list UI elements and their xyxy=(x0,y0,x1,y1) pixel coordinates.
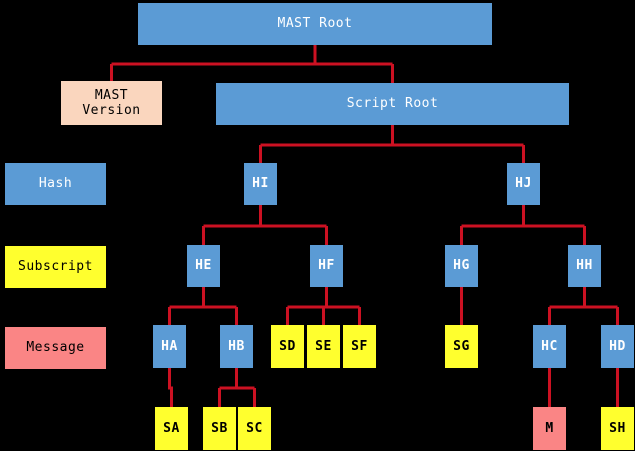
edge-ha-sa xyxy=(168,368,173,407)
node-label: SB xyxy=(211,420,228,436)
node-sf[interactable]: SF xyxy=(343,325,376,368)
node-hi[interactable]: HI xyxy=(244,163,277,205)
node-label: HB xyxy=(228,338,245,354)
node-label: HD xyxy=(609,338,626,354)
node-label: Hash xyxy=(38,176,73,192)
legend-hash[interactable]: Hash xyxy=(5,163,106,205)
node-label: Message xyxy=(26,340,85,356)
legend-subscript[interactable]: Subscript xyxy=(5,246,106,288)
node-label: HF xyxy=(318,258,335,274)
node-label: Subscript xyxy=(18,259,93,275)
node-label: HH xyxy=(576,258,593,274)
node-label: SC xyxy=(246,420,263,436)
node-mast_root[interactable]: MAST Root xyxy=(138,3,492,45)
node-label: HE xyxy=(195,258,212,274)
node-hf[interactable]: HF xyxy=(310,245,343,287)
node-he[interactable]: HE xyxy=(187,245,220,287)
node-hh[interactable]: HH xyxy=(568,245,601,287)
node-m[interactable]: M xyxy=(533,407,566,450)
node-label: SG xyxy=(453,338,470,354)
node-label: SA xyxy=(163,420,180,436)
node-sh[interactable]: SH xyxy=(601,407,634,450)
node-sd[interactable]: SD xyxy=(271,325,304,368)
node-label: MAST Root xyxy=(277,16,353,32)
node-label: HC xyxy=(541,338,558,354)
node-mast_version[interactable]: MAST Version xyxy=(61,81,162,125)
node-sg[interactable]: SG xyxy=(445,325,478,368)
node-label: M xyxy=(545,420,554,436)
node-label: HG xyxy=(453,258,470,274)
node-sa[interactable]: SA xyxy=(155,407,188,450)
node-sb[interactable]: SB xyxy=(203,407,236,450)
node-ha[interactable]: HA xyxy=(153,325,186,368)
node-hb[interactable]: HB xyxy=(220,325,253,368)
node-label: SE xyxy=(315,338,332,354)
legend-message[interactable]: Message xyxy=(5,327,106,369)
node-script_root[interactable]: Script Root xyxy=(216,83,569,125)
node-sc[interactable]: SC xyxy=(238,407,271,450)
node-label: HA xyxy=(161,338,178,354)
node-label: SH xyxy=(609,420,626,436)
node-label: SF xyxy=(351,338,368,354)
node-label: HJ xyxy=(515,176,532,192)
node-label: MAST Version xyxy=(82,87,141,118)
node-hd[interactable]: HD xyxy=(601,325,634,368)
node-hg[interactable]: HG xyxy=(445,245,478,287)
node-hj[interactable]: HJ xyxy=(507,163,540,205)
node-label: Script Root xyxy=(346,96,439,112)
node-se[interactable]: SE xyxy=(307,325,340,368)
node-label: SD xyxy=(279,338,296,354)
node-hc[interactable]: HC xyxy=(533,325,566,368)
node-label: HI xyxy=(252,176,269,192)
